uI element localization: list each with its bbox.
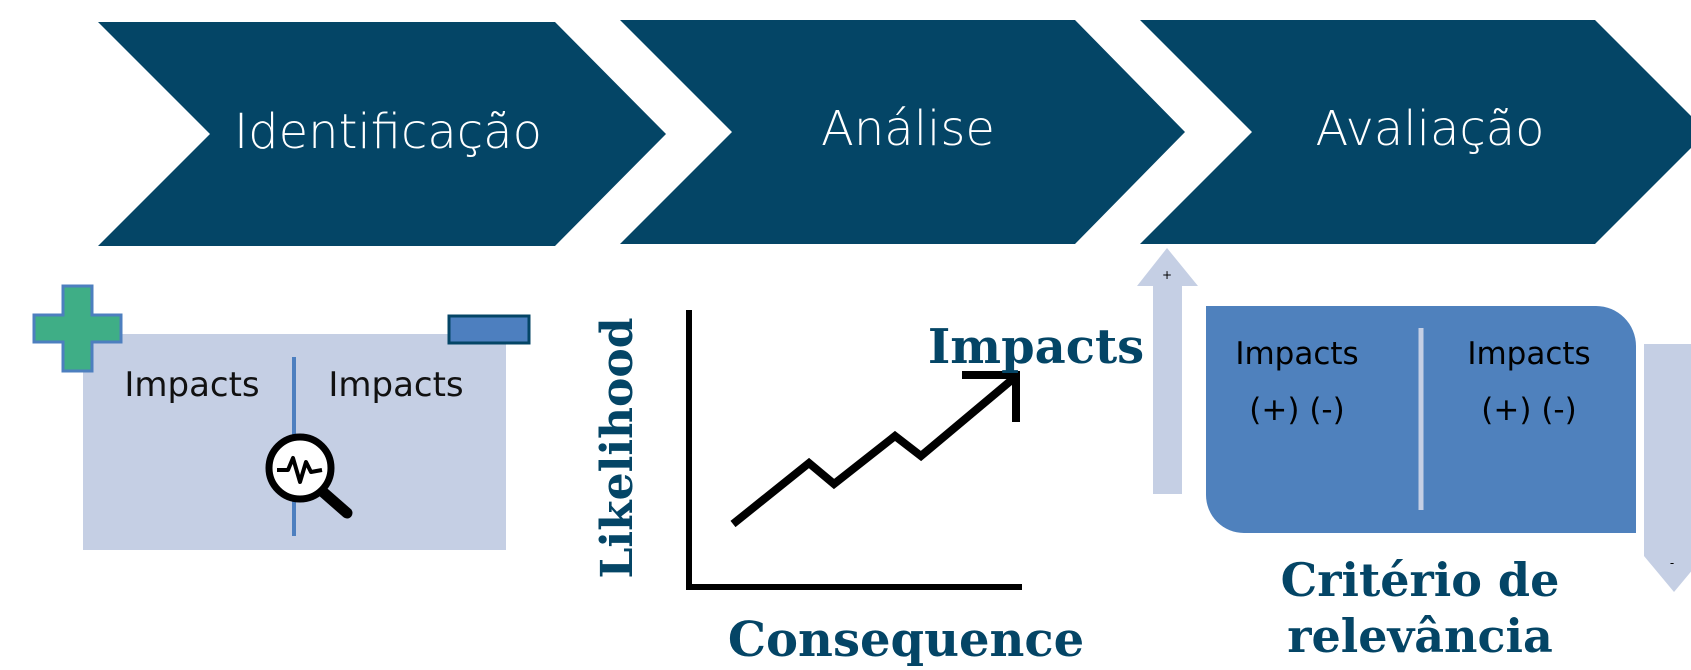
trend-line (730, 374, 1017, 528)
eval-left-impacts-label: Impacts (1235, 336, 1358, 372)
up-arrow: + (1137, 248, 1198, 494)
chevron-identificacao: Identificação (98, 22, 666, 246)
x-axis-label: Consequence (728, 612, 1084, 668)
up-arrow-symbol: + (1162, 268, 1172, 282)
y-axis-label: Likelihood (592, 317, 643, 578)
evaluation-section: + Impacts (+) (-) Impacts (+) (-) - Crit… (1137, 248, 1691, 663)
minus-icon (447, 314, 531, 345)
eval-right-signs: (+) (-) (1481, 392, 1576, 428)
identification-panel: Impacts Impacts (32, 284, 531, 550)
step-label-identificacao: Identificação (234, 104, 542, 160)
step-label-analise: Análise (821, 101, 995, 157)
down-arrow: - (1644, 344, 1691, 592)
chevron-analise: Análise (620, 20, 1185, 244)
eval-right-impacts-label: Impacts (1467, 336, 1590, 372)
down-arrow-symbol: - (1670, 556, 1674, 570)
step-label-avaliacao: Avaliação (1315, 101, 1544, 157)
negative-impacts-label: Impacts (328, 365, 463, 405)
criterion-label-line2: relevância (1287, 609, 1553, 663)
trend-impacts-label: Impacts (928, 319, 1144, 375)
analysis-chart: Likelihood Impacts Consequence (592, 310, 1144, 668)
plus-icon (32, 284, 123, 373)
chevron-avaliacao: Avaliação (1140, 20, 1691, 244)
positive-impacts-label: Impacts (124, 365, 259, 405)
criterion-label-line1: Critério de (1281, 553, 1560, 607)
magnifier-icon (265, 433, 353, 519)
eval-left-signs: (+) (-) (1249, 392, 1344, 428)
trend-arrowhead (962, 371, 1020, 422)
